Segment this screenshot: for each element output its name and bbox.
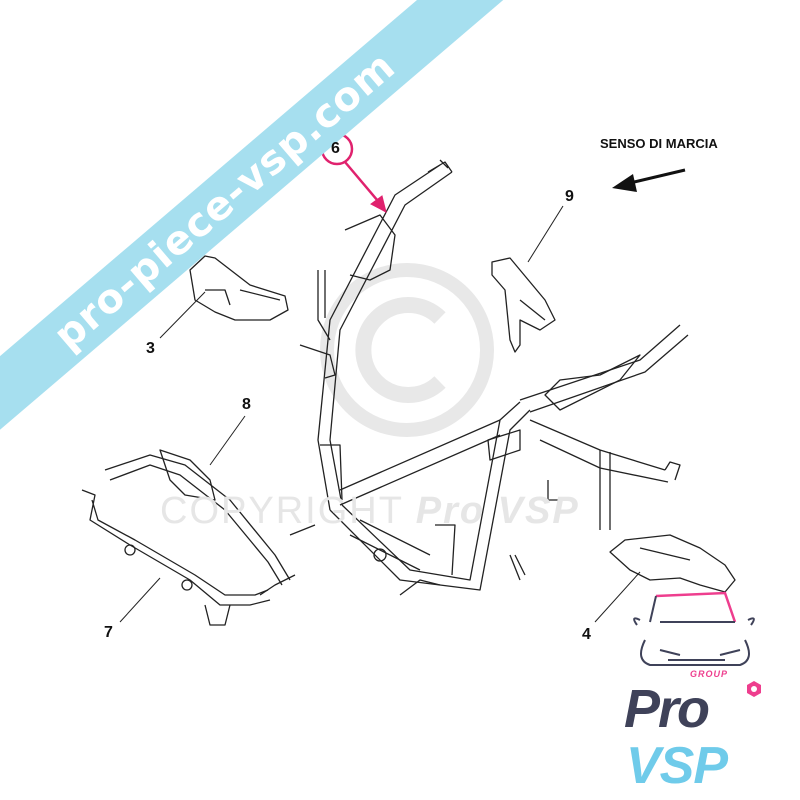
callout-7: 7 — [104, 624, 113, 641]
callout-4: 4 — [582, 626, 591, 643]
footrest-bracket-4-part — [609, 534, 736, 593]
watermark-text: COPYRIGHT — [160, 490, 404, 532]
rear-bracket-9-part — [491, 257, 556, 353]
front-crossmember-7-8-part — [81, 449, 296, 626]
leader-lines — [119, 205, 641, 623]
highlight-callout-6 — [320, 132, 387, 213]
callout-6: 6 — [331, 140, 340, 157]
callout-3: 3 — [146, 340, 155, 357]
callout-8: 8 — [242, 396, 251, 413]
direction-arrow-icon — [612, 168, 686, 192]
callout-9: 9 — [565, 188, 574, 205]
footrest-bracket-3-part — [189, 255, 289, 321]
copyright-watermark: COPYRIGHT Pro VSP — [160, 490, 580, 533]
main-frame-part — [289, 159, 689, 596]
logo-pro-text: Pro — [624, 679, 710, 739]
direction-label: SENSO DI MARCIA — [600, 136, 718, 151]
logo-vsp-text: VSP — [626, 737, 728, 795]
logo-group-text: GROUP — [690, 669, 729, 679]
watermark-brand: Pro VSP — [415, 490, 580, 532]
